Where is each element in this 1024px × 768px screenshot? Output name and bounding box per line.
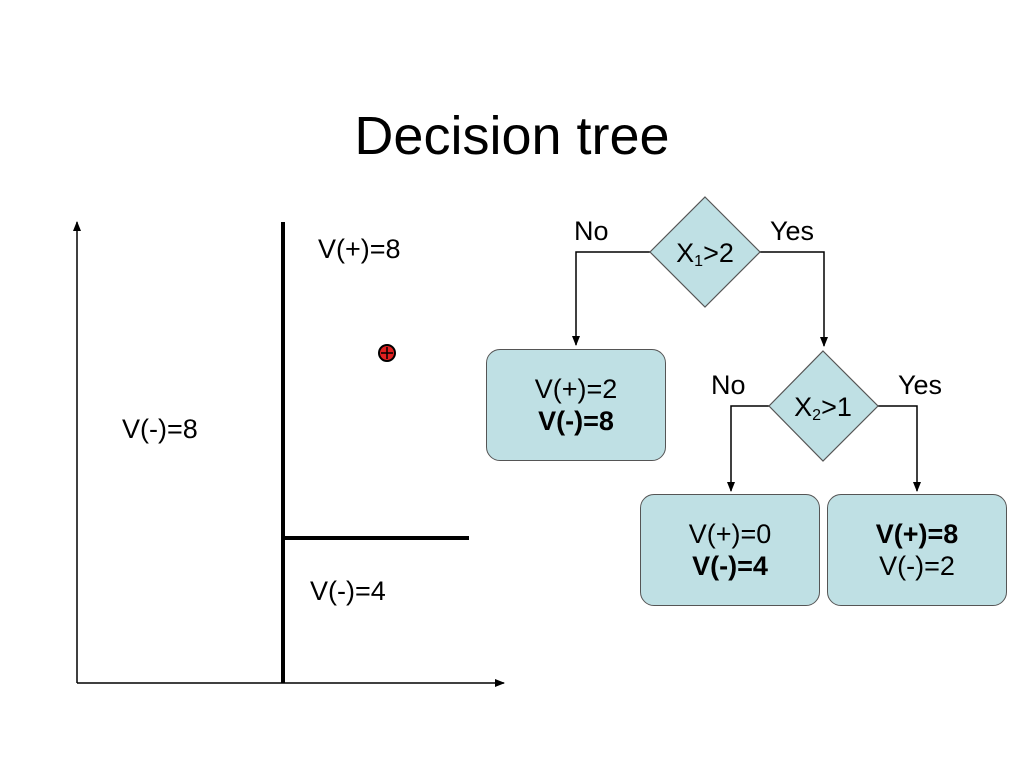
root-yes-edge (760, 251, 828, 347)
split2-yes-label: Yes (898, 370, 943, 400)
split2-decision-diamond (768, 350, 879, 462)
region-bottom-right-label: V(-)=4 (310, 576, 386, 606)
split2-condition: X2>1 (794, 392, 852, 424)
leaf-root-no-positive: V(+)=2 (534, 374, 618, 404)
region-left-label: V(-)=8 (122, 414, 198, 444)
split2-no-label: No (711, 370, 746, 400)
data-point-marker (378, 344, 396, 362)
leaf-split2-no-positive: V(+)=0 (688, 519, 772, 549)
leaf-split2-yes-positive: V(+)=8 (875, 519, 959, 549)
feature-space-plot (73, 221, 505, 687)
root-condition: X1>2 (676, 238, 734, 270)
leaf-split2-no-negative: V(-)=4 (692, 551, 768, 581)
split2-no-edge (727, 405, 769, 492)
split2-yes-edge (878, 405, 921, 492)
root-no-edge (572, 251, 650, 346)
leaf-split2-yes: V(+)=8 V(-)=2 (827, 494, 1007, 606)
leaf-split2-yes-negative: V(-)=2 (879, 551, 955, 581)
region-top-right-label: V(+)=8 (318, 234, 401, 264)
leaf-root-no-negative: V(-)=8 (538, 406, 614, 436)
root-decision-diamond (649, 196, 761, 308)
page-title: Decision tree (354, 106, 670, 166)
leaf-split2-no: V(+)=0 V(-)=4 (640, 494, 820, 606)
tree-connectors (572, 251, 921, 492)
leaf-root-no: V(+)=2 V(-)=8 (486, 349, 666, 461)
root-no-label: No (574, 216, 609, 246)
root-yes-label: Yes (770, 216, 815, 246)
